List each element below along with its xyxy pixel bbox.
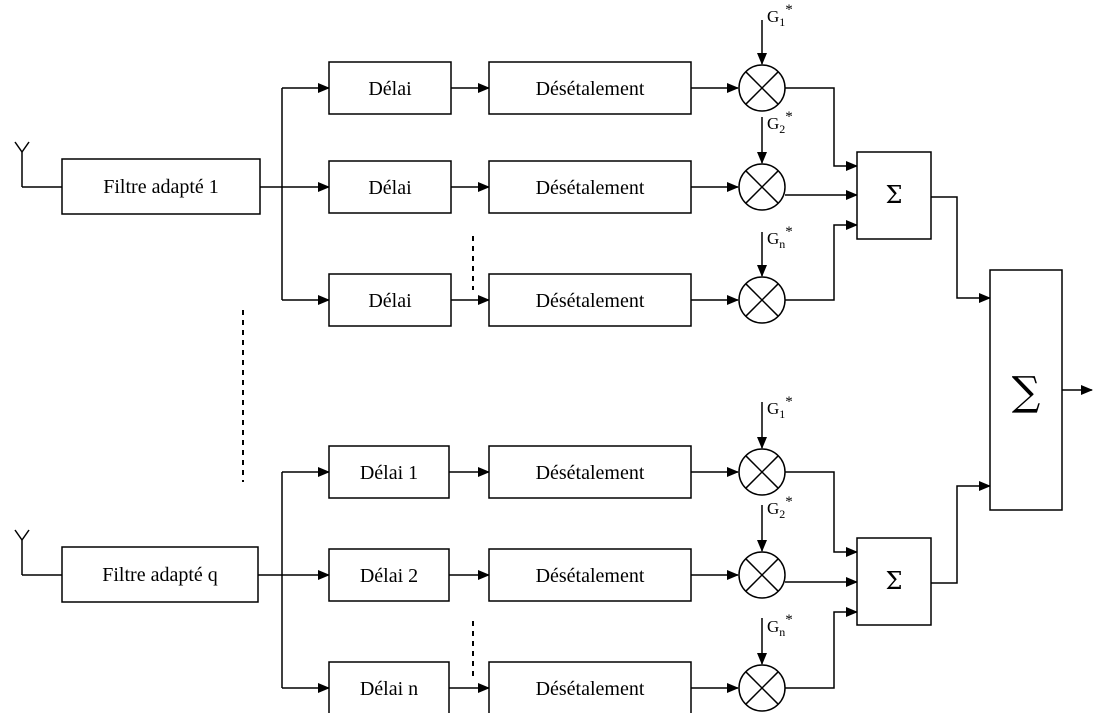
delay-label: Délai: [368, 177, 412, 199]
despread-label: Désétalement: [536, 565, 645, 587]
despread-label: Désétalement: [536, 177, 645, 199]
sum-block-q: Σ: [856, 537, 932, 626]
despread-block: [488, 661, 692, 713]
path-1-1: Délai Désétalement G1*: [328, 2, 858, 171]
delay-label: Délai: [368, 78, 412, 100]
path-1-2: Délai Désétalement G2*: [328, 109, 858, 214]
gain-label: G1*: [767, 394, 793, 421]
delay-block: [328, 445, 450, 499]
final-sum-symbol: ∑: [1012, 369, 1041, 415]
final-sum-block: ∑: [989, 269, 1063, 511]
branch-q: Filtre adapté q Délai 1 Désétalement G1*: [14, 394, 991, 713]
delay-block: [328, 160, 452, 214]
gain-label: Gn*: [767, 612, 793, 639]
matched-filter-1: Filtre adapté 1: [61, 158, 261, 215]
despread-label: Désétalement: [536, 462, 645, 484]
despread-label: Désétalement: [536, 678, 645, 700]
despread-block: [488, 548, 692, 602]
multiplier-icon: [738, 448, 786, 496]
despread-block: [488, 160, 692, 214]
delay-block: [328, 661, 450, 713]
gain-label: G2*: [767, 494, 793, 521]
multiplier-icon: [738, 551, 786, 599]
path-q-2: Délai 2 Désétalement G2*: [328, 494, 858, 602]
despread-block: [488, 273, 692, 327]
delay-label: Délai n: [360, 678, 418, 700]
multiplier-icon: [738, 163, 786, 211]
sum-symbol: Σ: [886, 567, 903, 595]
multiplier-icon: [738, 276, 786, 324]
matched-filter-q: Filtre adapté q: [61, 546, 259, 603]
despread-label: Désétalement: [536, 290, 645, 312]
antenna-icon: [14, 529, 62, 576]
despread-label: Désétalement: [536, 78, 645, 100]
gain-label: G2*: [767, 109, 793, 136]
path-1-3: Délai Désétalement Gn*: [328, 220, 858, 327]
sum-block-1: Σ: [856, 151, 932, 240]
path-q-3: Délai n Désétalement Gn*: [328, 607, 858, 713]
sum-symbol: Σ: [886, 181, 903, 209]
matched-filter-1-label: Filtre adapté 1: [103, 176, 219, 198]
delay-label: Délai 1: [360, 462, 418, 484]
matched-filter-q-label: Filtre adapté q: [102, 564, 218, 586]
gain-label: G1*: [767, 2, 793, 29]
delay-label: Délai 2: [360, 565, 418, 587]
branch-1: Filtre adapté 1 Délai Désétalement G1*: [14, 2, 991, 327]
multiplier-icon: [738, 64, 786, 112]
delay-block: [328, 548, 450, 602]
gain-label: Gn*: [767, 224, 793, 251]
multiplier-icon: [738, 664, 786, 712]
delay-label: Délai: [368, 290, 412, 312]
path-q-1: Délai 1 Désétalement G1*: [328, 394, 858, 557]
delay-block: [328, 61, 452, 115]
antenna-icon: [14, 141, 62, 188]
